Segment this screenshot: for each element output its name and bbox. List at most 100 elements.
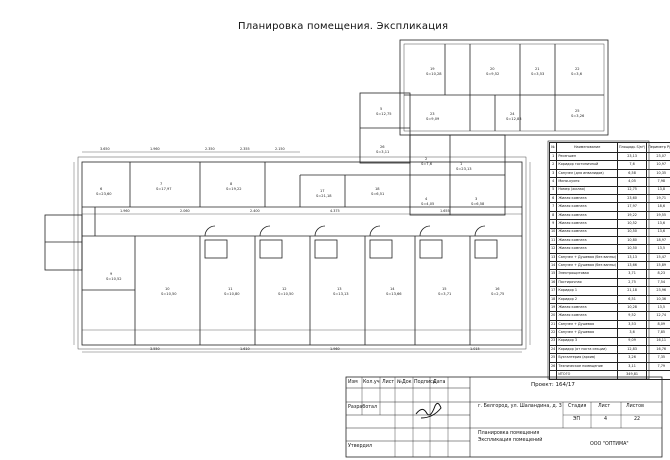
dimension-label: 1.960 xyxy=(120,209,130,213)
row-number: 8 xyxy=(548,210,558,221)
room-number-label: 23 xyxy=(430,112,435,116)
row-perimeter: 7,35 xyxy=(646,353,670,363)
row-perimeter: 12,74 xyxy=(646,311,670,321)
tb-sheet-label: Лист xyxy=(598,404,611,409)
room-number-label: 2 xyxy=(425,157,427,161)
dimension-label: 2.150 xyxy=(275,147,285,151)
row-name: Коридор 3 xyxy=(556,336,618,347)
row-name: Санузел + Душевая xyxy=(556,328,618,338)
room-area-label: S=10,80 xyxy=(224,292,240,296)
room-number-label: 18 xyxy=(375,187,380,191)
tb-stage: ЭП xyxy=(573,417,580,422)
row-area: 12,75 xyxy=(616,185,648,195)
row-perimeter: 18,97 xyxy=(646,235,670,246)
row-number: 3 xyxy=(548,168,558,179)
room-number-label: 11 xyxy=(228,287,233,291)
row-name: Номер (жилая) xyxy=(556,185,618,195)
room-area-label: S=6,51 xyxy=(371,192,384,196)
room-number-label: 22 xyxy=(575,67,580,71)
table-header-row: № Наименование Площадь S(м²) Периметр P(… xyxy=(548,142,670,153)
row-perimeter: 23,07 xyxy=(646,151,670,162)
row-number: 4 xyxy=(548,177,558,187)
row-perimeter: 7,54 xyxy=(646,277,670,288)
row-perimeter: 16,11 xyxy=(646,336,670,347)
row-area: 4,05 xyxy=(616,177,648,187)
header-cell: Площадь S(м²) xyxy=(616,142,648,153)
row-name: Жилая комната xyxy=(556,219,618,229)
tb-company: ООО "ОПТИМА" xyxy=(590,442,629,447)
row-name: Жилая комната xyxy=(556,303,618,313)
room-area-label: S=13,13 xyxy=(333,292,349,296)
row-number: 16 xyxy=(548,277,558,288)
row-area: 2,75 xyxy=(616,277,648,288)
row-number: 18 xyxy=(548,294,558,305)
total-label: ИТОГО xyxy=(556,370,618,380)
row-area: 10,28 xyxy=(616,303,648,313)
row-perimeter: 18,6 xyxy=(646,202,670,212)
tb-stage-label: Стадия xyxy=(568,404,587,409)
tb-sheets: 22 xyxy=(634,417,641,422)
row-number: 2 xyxy=(548,160,558,170)
row-area: 10,50 xyxy=(616,227,648,237)
room-area-label: S=10,50 xyxy=(278,292,294,296)
row-name: Бухгалтерия (архив) xyxy=(556,353,618,363)
room-number-label: 17 xyxy=(320,189,325,193)
header-cell: Наименование xyxy=(556,142,618,153)
tb-sheet: 4 xyxy=(604,417,608,422)
room-number-label: 1 xyxy=(460,162,462,166)
header-cell: № xyxy=(548,142,558,153)
room-area-label: S=3,6 xyxy=(571,72,583,76)
row-name: Электрощитовая xyxy=(556,269,618,279)
dimension-label: 2.400 xyxy=(250,209,260,213)
tb-header-list: Лист xyxy=(382,380,395,385)
row-perimeter: 13,5 xyxy=(646,303,670,313)
row-area: 9,09 xyxy=(616,336,648,347)
row-perimeter: 16,76 xyxy=(646,344,670,355)
room-area-label: S=4,05 xyxy=(421,202,434,206)
dimension-label: 1.655 xyxy=(440,209,450,213)
dimension-label: 2.350 xyxy=(205,147,215,151)
room-number-label: 16 xyxy=(495,287,500,291)
room-number-label: 10 xyxy=(165,287,170,291)
row-area: 17,97 xyxy=(616,202,648,212)
row-perimeter xyxy=(646,370,670,380)
row-name: Санузел + Душевая xyxy=(556,319,618,330)
row-area: 3,53 xyxy=(616,319,648,330)
room-number-label: 21 xyxy=(535,67,540,71)
row-name: Жилая комната xyxy=(556,202,618,212)
row-name: Постирочная xyxy=(556,277,618,288)
dimension-label: 4.375 xyxy=(330,209,340,213)
row-area: 13,13 xyxy=(616,252,648,263)
row-perimeter: 7,85 xyxy=(646,328,670,338)
room-area-label: S=10,50 xyxy=(161,292,177,296)
room-area-label: S=3,53 xyxy=(531,72,544,76)
row-perimeter: 13,6 xyxy=(646,219,670,229)
row-area: 10,52 xyxy=(616,219,648,229)
row-area: 21,18 xyxy=(616,286,648,296)
row-area: 23,13 xyxy=(616,151,648,162)
signature-scribble xyxy=(415,402,442,419)
room-area-label: S=6,58 xyxy=(471,202,485,206)
row-name: Коридор 1 xyxy=(556,286,618,296)
dimension-label: 1.610 xyxy=(240,347,250,351)
tb-developed-label: Разработал xyxy=(348,405,378,410)
dimension-label: 3.550 xyxy=(150,347,160,351)
row-area: 7,6 xyxy=(616,160,648,170)
row-area: 19,22 xyxy=(616,210,648,221)
room-number-label: 6 xyxy=(100,187,103,191)
room-number-label: 8 xyxy=(230,182,233,186)
row-perimeter: 23,96 xyxy=(646,286,670,296)
